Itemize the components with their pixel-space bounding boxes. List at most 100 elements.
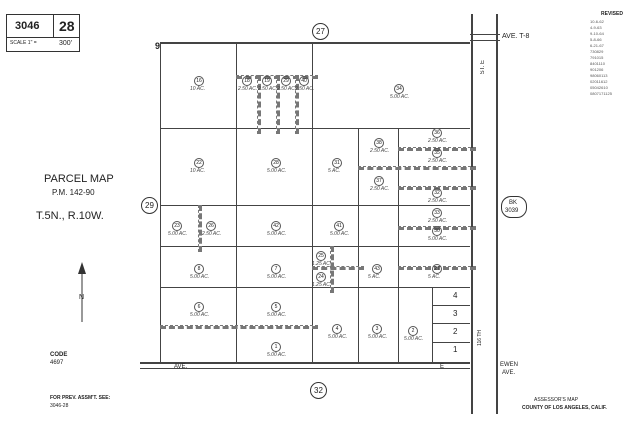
parcel-number: 32 bbox=[432, 188, 442, 198]
prev-assmt-value: 3046-28 bbox=[50, 403, 69, 409]
small-lot-3[interactable]: 3 bbox=[453, 309, 458, 318]
assessor-map-label: ASSESSOR'S MAP bbox=[534, 397, 579, 403]
street-line-right bbox=[496, 14, 498, 414]
parcel-number: 4 bbox=[332, 324, 342, 334]
parcel-number: 29 bbox=[281, 76, 291, 86]
parcel-number: 6 bbox=[194, 302, 204, 312]
revised-entry: 05042610 bbox=[590, 85, 608, 90]
parcel-number: 28 bbox=[271, 158, 281, 168]
parcel-area: 5.00 AC. bbox=[267, 168, 287, 174]
revised-entry: 730829 bbox=[590, 49, 604, 54]
township-range: T.5N., R.10W. bbox=[36, 210, 104, 222]
parcel-number: 36 bbox=[432, 128, 442, 138]
st-bottom-label: E bbox=[440, 364, 445, 370]
parcel-number: 16 bbox=[194, 76, 204, 86]
parcel-area: 5.00 AC. bbox=[368, 334, 388, 340]
book-number: 3046 bbox=[15, 20, 40, 32]
north-arrow-label: N bbox=[79, 294, 85, 301]
south-street-top bbox=[140, 362, 470, 364]
parcel-number: 35 bbox=[432, 148, 442, 158]
ewen-ave-label: AVE. bbox=[502, 370, 516, 376]
south-street-bottom bbox=[140, 368, 470, 369]
revised-title: REVISED bbox=[601, 11, 623, 17]
parcel-number: 30 bbox=[432, 226, 442, 236]
revised-entry: 901206 bbox=[590, 67, 604, 72]
parcel-number: 26 bbox=[206, 221, 216, 231]
parcel-number: 5 bbox=[271, 302, 281, 312]
ave-t8-line2 bbox=[470, 40, 500, 41]
parcel-area: 5.00 AC. bbox=[390, 94, 410, 100]
parcel-area: 2.50 AC. bbox=[428, 158, 448, 164]
revised-entry: 6-21-67 bbox=[590, 43, 604, 48]
parcel-number: 23 bbox=[172, 221, 182, 231]
county-label: COUNTY OF LOS ANGELES, CALIF. bbox=[522, 405, 607, 411]
parcel-area: 5.00 AC. bbox=[328, 334, 348, 340]
parcel-area: 2.50 AC. bbox=[428, 138, 448, 144]
parcel-area: 5.00 AC. bbox=[267, 312, 287, 318]
scale-label: SCALE 1" = bbox=[10, 40, 37, 46]
revised-entry: 0807171125 bbox=[590, 91, 612, 96]
parcel-area: 2.50 AC. bbox=[277, 86, 297, 92]
parcel-number: 34 bbox=[394, 84, 404, 94]
street-line-left bbox=[471, 14, 473, 414]
parcel-area: 5.00 AC. bbox=[190, 274, 210, 280]
parcel-area: 1.25 AC. bbox=[312, 261, 332, 267]
scale-value: 300' bbox=[59, 40, 73, 47]
parcel-number: 37 bbox=[374, 176, 384, 186]
revised-entry: 4-9-63 bbox=[590, 25, 602, 30]
parcel-area: 5 AC. bbox=[428, 274, 441, 280]
parcel-area: 2.50 AC. bbox=[370, 186, 390, 192]
parcel-number: 42 bbox=[271, 221, 281, 231]
parcel-area: 5.00 AC. bbox=[404, 336, 424, 342]
revised-entry: 98060113 bbox=[590, 73, 608, 78]
parcel-area: 5.00 AC. bbox=[267, 352, 287, 358]
small-lot-1[interactable]: 1 bbox=[453, 345, 458, 354]
small-lots-block bbox=[432, 287, 471, 362]
corner-marker: 9 bbox=[155, 41, 161, 51]
revised-entry: 9-10-64 bbox=[590, 31, 604, 36]
parcel-number: 19 bbox=[262, 76, 272, 86]
parcel-area: 10 AC. bbox=[190, 168, 206, 174]
parcel-area: 2.50 AC. bbox=[428, 198, 448, 204]
ewen-label: EWEN bbox=[500, 362, 518, 368]
small-lot-4[interactable]: 4 bbox=[453, 291, 458, 300]
revised-entry: 02011612 bbox=[590, 79, 608, 84]
bk-reference: BK 3039 bbox=[501, 196, 527, 218]
parcel-area: 2.50 AC. bbox=[428, 218, 448, 224]
parcel-number: 27 bbox=[432, 264, 442, 274]
code-value: 4697 bbox=[50, 360, 64, 366]
parcel-number: 43 bbox=[372, 264, 382, 274]
parcel-area: 5 AC. bbox=[368, 274, 381, 280]
parcel-map-title: PARCEL MAP bbox=[44, 173, 114, 185]
parcel-area: 2.50 AC. bbox=[202, 231, 222, 237]
north-boundary bbox=[160, 42, 470, 44]
parcel-area: 1.25 AC. bbox=[312, 282, 332, 288]
parcel-area: 2.50 AC. bbox=[258, 86, 278, 92]
north-arrow-icon bbox=[78, 262, 86, 322]
revised-entry: 10-6-62 bbox=[590, 19, 604, 24]
parcel-area: 10 AC. bbox=[190, 86, 206, 92]
parcel-number: 1 bbox=[271, 342, 281, 352]
parcel-area: 5 AC. bbox=[328, 168, 341, 174]
prev-assmt-label: FOR PREV. ASSM'T. SEE: bbox=[50, 395, 111, 401]
parcel-area: 5.00 AC. bbox=[267, 231, 287, 237]
parcel-map-ref: P.M. 142-90 bbox=[52, 188, 95, 197]
parcel-number: 2 bbox=[408, 326, 418, 336]
parcel-number: 3 bbox=[372, 324, 382, 334]
revised-entry: 791015 bbox=[590, 55, 604, 60]
parcel-number: 18 bbox=[242, 76, 252, 86]
parcel-number: 7 bbox=[271, 264, 281, 274]
west-boundary bbox=[160, 42, 161, 362]
parcel-number: 33 bbox=[432, 208, 442, 218]
parcel-number: 24 bbox=[316, 272, 326, 282]
bottom-ave-label: AVE. bbox=[174, 364, 188, 370]
parcel-area: 5.00 AC. bbox=[190, 312, 210, 318]
parcel-number: 25 bbox=[316, 251, 326, 261]
parcel-number: 8 bbox=[194, 264, 204, 274]
small-lot-2[interactable]: 2 bbox=[453, 327, 458, 336]
parcel-number: 22 bbox=[194, 158, 204, 168]
street-number-west: 29 bbox=[141, 197, 158, 214]
map-header-box: 3046 28 SCALE 1" = 300' bbox=[6, 14, 80, 52]
parcel-area: 5.00 AC. bbox=[330, 231, 350, 237]
